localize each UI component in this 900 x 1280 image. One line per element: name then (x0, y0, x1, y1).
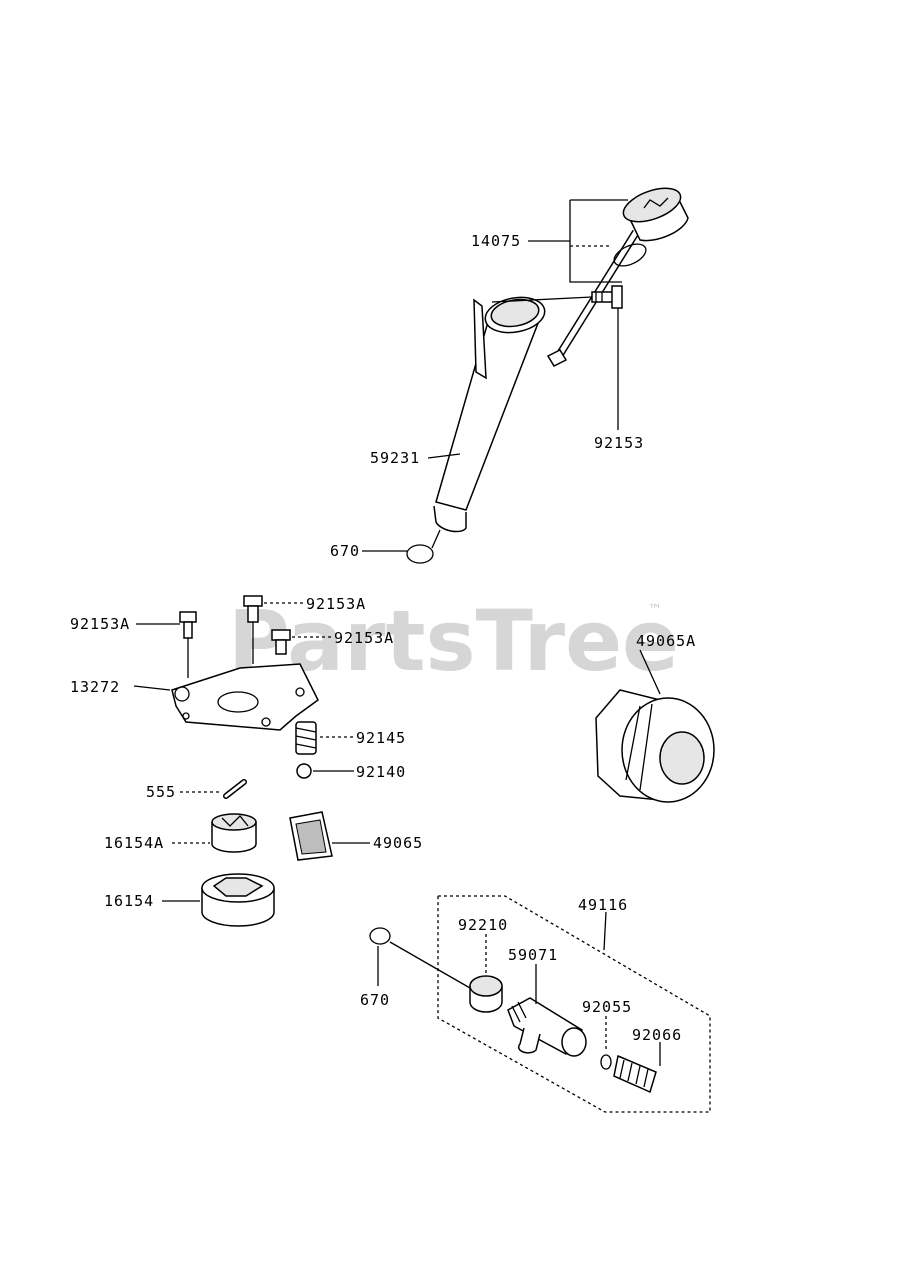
callout-49065[interactable]: 49065 (373, 834, 423, 852)
callout-13272[interactable]: 13272 (70, 678, 120, 696)
outer-rotor-part[interactable] (201, 873, 275, 927)
bolt-92153a-3-part[interactable] (271, 629, 291, 655)
callout-670-top[interactable]: 670 (330, 542, 360, 560)
callout-92153a-1[interactable]: 92153A (70, 615, 130, 633)
oring-670-top-part[interactable] (406, 544, 434, 564)
ball-part[interactable] (296, 763, 312, 779)
callout-59231[interactable]: 59231 (370, 449, 420, 467)
pump-cover-part[interactable] (171, 663, 319, 731)
callout-92210[interactable]: 92210 (458, 916, 508, 934)
callout-16154a[interactable]: 16154A (104, 834, 164, 852)
fitting-part[interactable] (507, 997, 587, 1057)
callout-59071[interactable]: 59071 (508, 946, 558, 964)
callout-92140[interactable]: 92140 (356, 763, 406, 781)
callout-49116[interactable]: 49116 (578, 896, 628, 914)
screen-part[interactable] (289, 811, 333, 861)
callout-92145[interactable]: 92145 (356, 729, 406, 747)
plug-part[interactable] (613, 1054, 657, 1094)
inner-rotor-part[interactable] (211, 813, 257, 853)
callout-670-bottom[interactable]: 670 (360, 991, 390, 1009)
callout-92055[interactable]: 92055 (582, 998, 632, 1016)
oil-filter-part[interactable] (595, 689, 715, 803)
filler-tube-part[interactable] (433, 293, 547, 533)
callout-92066[interactable]: 92066 (632, 1026, 682, 1044)
callout-92153a-3[interactable]: 92153A (334, 629, 394, 647)
oring-92055-part[interactable] (600, 1054, 612, 1070)
watermark-trademark: ™ (648, 602, 662, 618)
callout-555[interactable]: 555 (146, 783, 176, 801)
callout-92153[interactable]: 92153 (594, 434, 644, 452)
spring-part[interactable] (295, 721, 317, 755)
callout-92153a-2[interactable]: 92153A (306, 595, 366, 613)
nut-part[interactable] (469, 975, 503, 1013)
callout-49065a[interactable]: 49065A (636, 632, 696, 650)
bolt-92153a-1-part[interactable] (179, 611, 197, 639)
oring-670-bottom-part[interactable] (369, 927, 391, 945)
callout-16154[interactable]: 16154 (104, 892, 154, 910)
callout-14075[interactable]: 14075 (471, 232, 521, 250)
